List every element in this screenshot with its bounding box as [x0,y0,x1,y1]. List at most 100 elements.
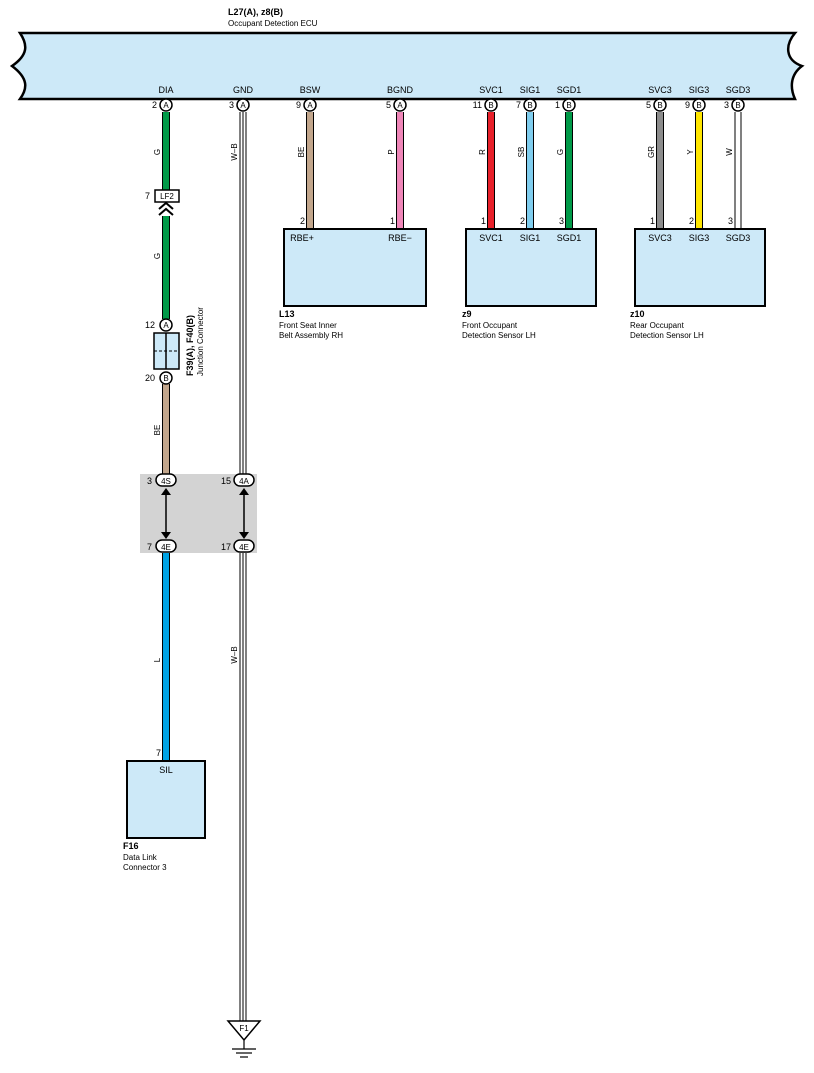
l13-code: L13 [279,309,295,319]
junction-conn-top: A [163,321,169,330]
f16-component: 7 SIL F16 Data Link Connector 3 [123,748,206,872]
z9-name-line1: Front Occupant [462,321,518,330]
junction-code: F39(A), F40(B) [185,315,195,376]
z10-pin: 1 [650,216,655,226]
l13-label-b: RBE− [388,233,412,243]
pin-name: BGND [387,85,414,95]
ecu-pin-sig1: SIG1 7 B [516,85,541,112]
f16-pin: 7 [156,748,161,758]
inline-pin: 3 [147,476,152,486]
pin-number: 3 [724,100,729,110]
z10-pin: 3 [728,216,733,226]
pin-number: 5 [386,100,391,110]
wire-label-dia-bottom: L [153,657,162,662]
junction-name: Junction Connector [196,307,205,376]
pin-conn: B [735,101,740,110]
inline-label: 4A [239,477,249,486]
f16-box [126,760,206,839]
inline-arrow-down-icon [239,532,249,539]
inline-arrow-up-icon [161,488,171,495]
junction-terminal-bottom [159,371,173,385]
pin-conn: B [488,101,493,110]
pin-terminal [484,98,498,112]
wire-label-bsw: BE [297,147,306,158]
pin-conn: A [240,101,246,110]
ecu-pin-sgd1: SGD1 1 B [555,85,581,112]
inline-pin: 15 [221,476,231,486]
wire-label-svc3: GR [647,146,656,158]
f16-code: F16 [123,841,139,851]
ecu-pin-bgnd: BGND 5 A [386,85,414,112]
wire-label-sgd1: G [556,149,565,155]
inline-label: 4S [161,477,171,486]
ground-label: F1 [239,1024,249,1033]
ecu-pin-bsw: BSW 9 A [296,85,321,112]
pin-conn: A [397,101,403,110]
z9-name-line2: Detection Sensor LH [462,331,536,340]
junction-pin-bottom: 20 [145,373,155,383]
pin-number: 2 [152,100,157,110]
z10-pin: 2 [689,216,694,226]
pin-conn: B [566,101,571,110]
l13-pin-a: 2 [300,216,305,226]
l13-box [283,228,427,307]
ecu-pin-sig3: SIG3 9 B [685,85,709,112]
pin-conn: B [527,101,532,110]
z10-code: z10 [630,309,645,319]
inline-connector-block: 3 4S 7 4E 15 4A 17 4E [140,473,257,553]
z9-label: SGD1 [557,233,582,243]
ecu-pin-sgd3: SGD3 3 B [724,85,751,112]
ecu-pin-svc1: SVC1 11 B [473,85,503,112]
pin-number: 1 [555,100,560,110]
pin-terminal [236,98,250,112]
lf2-arrow-icon [158,201,174,216]
pin-name: DIA [158,85,173,95]
pin-terminal [159,98,173,112]
pin-terminal [692,98,706,112]
wire-label-gnd-bottom: W–B [230,646,239,663]
z9-code: z9 [462,309,472,319]
wire-label-sig1: SB [517,147,526,158]
pin-terminal [303,98,317,112]
inline-arrow-up-icon [239,488,249,495]
pin-name: SVC3 [648,85,672,95]
wire-label-svc1: R [478,149,487,155]
z10-label: SGD3 [726,233,751,243]
inline-terminal [233,473,255,487]
lf2-box [154,189,180,203]
junction-terminal-top [159,318,173,332]
wire-label-sig3: Y [686,149,695,155]
inline-pin: 17 [221,542,231,552]
z10-label: SIG3 [689,233,710,243]
l13-label-a: RBE+ [290,233,314,243]
pin-conn: A [307,101,313,110]
pin-name: SIG1 [520,85,541,95]
pin-name: GND [233,85,254,95]
pin-terminal [731,98,745,112]
pin-name: SGD3 [726,85,751,95]
z9-pin: 3 [559,216,564,226]
pin-number: 7 [516,100,521,110]
ground-triangle [226,1020,262,1042]
lf2-label: LF2 [160,192,174,201]
pin-terminal [393,98,407,112]
pin-number: 9 [685,100,690,110]
ground-f1: F1 [226,1020,262,1058]
lf2-pin: 7 [145,191,150,201]
wire-label-dia-top: G [153,149,162,155]
inline-label: 4E [239,543,249,552]
pin-terminal [562,98,576,112]
z9-pin: 2 [520,216,525,226]
ecu-pin-gnd: GND 3 A [229,85,254,112]
junction-pin-top: 12 [145,320,155,330]
pin-terminal [523,98,537,112]
pin-terminal [653,98,667,112]
ecu-pin-dia: DIA 2 A [152,85,174,112]
lf2-connector: 7 LF2 [145,189,180,216]
ecu-body [9,31,805,101]
junction-conn-bottom: B [163,374,168,383]
wire-label-bgnd: P [387,149,396,154]
ecu-code: L27(A), z8(B) [228,7,283,17]
wire-label-dia-mid: G [153,253,162,259]
